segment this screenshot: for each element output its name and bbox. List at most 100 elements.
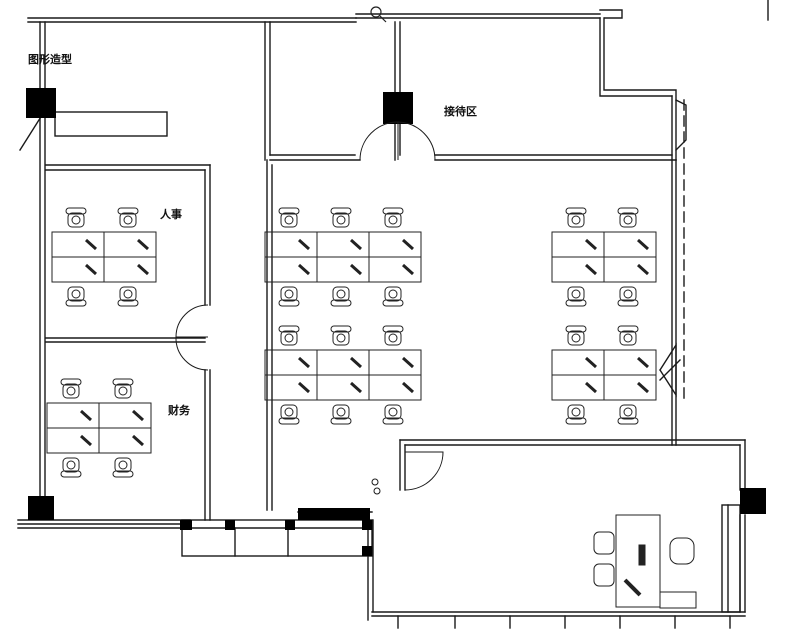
keyboard xyxy=(349,263,363,276)
keyboard xyxy=(584,356,598,369)
gallery-label: 图形造型 xyxy=(28,53,72,66)
computer xyxy=(638,544,646,566)
office-chair xyxy=(117,207,139,228)
keyboard xyxy=(401,356,415,369)
workstation-cluster xyxy=(46,402,152,454)
keyboard xyxy=(636,356,650,369)
office-furniture xyxy=(593,514,697,609)
door-knob xyxy=(373,487,381,495)
office-chair xyxy=(278,286,300,307)
office-chair xyxy=(278,207,300,228)
keyboard xyxy=(636,263,650,276)
keyboard xyxy=(623,578,642,597)
keyboard xyxy=(79,434,93,447)
keyboard xyxy=(136,263,150,276)
finance-label: 财务 xyxy=(168,404,190,417)
desk xyxy=(264,256,318,283)
keyboard xyxy=(636,238,650,251)
desk xyxy=(264,349,318,376)
manager-chair xyxy=(669,537,695,565)
desk xyxy=(98,402,152,429)
keyboard xyxy=(349,381,363,394)
desk xyxy=(316,231,370,258)
office-chair xyxy=(382,404,404,425)
desk xyxy=(551,256,605,283)
keyboard xyxy=(131,409,145,422)
keyboard xyxy=(349,356,363,369)
door-swing xyxy=(175,336,209,371)
desk xyxy=(551,374,605,401)
office-chair xyxy=(65,207,87,228)
workstation-cluster xyxy=(551,349,657,401)
workstations xyxy=(46,207,657,478)
desk xyxy=(368,349,422,376)
keyboard xyxy=(84,263,98,276)
desk xyxy=(551,231,605,258)
desk xyxy=(103,231,157,258)
column xyxy=(362,546,372,556)
doors xyxy=(175,121,444,495)
office-chair xyxy=(278,404,300,425)
desk xyxy=(316,374,370,401)
desk xyxy=(603,374,657,401)
door-swing xyxy=(404,451,444,491)
desk xyxy=(603,231,657,258)
guest-chair xyxy=(593,531,615,555)
office-chair xyxy=(382,286,404,307)
door-swing xyxy=(397,121,436,161)
keyboard xyxy=(131,434,145,447)
office-chair xyxy=(65,286,87,307)
office-chair xyxy=(617,286,639,307)
desk xyxy=(551,349,605,376)
keyboard xyxy=(297,356,311,369)
column xyxy=(28,496,54,520)
workstation-cluster xyxy=(264,349,422,401)
door-swing xyxy=(175,304,209,338)
desk xyxy=(264,231,318,258)
keyboard xyxy=(401,381,415,394)
keyboard xyxy=(401,263,415,276)
column xyxy=(225,520,235,530)
guest-chair xyxy=(593,563,615,587)
desk xyxy=(46,402,100,429)
workstation-cluster xyxy=(551,231,657,283)
keyboard xyxy=(84,238,98,251)
workstation-cluster xyxy=(51,231,157,283)
reception-label: 接待区 xyxy=(444,105,477,118)
desk xyxy=(603,256,657,283)
keyboard xyxy=(79,409,93,422)
keyboard xyxy=(584,381,598,394)
office-chair xyxy=(382,325,404,346)
desk xyxy=(316,256,370,283)
magnifier-icon xyxy=(370,6,387,23)
column xyxy=(285,520,295,530)
keyboard xyxy=(297,381,311,394)
office-chair xyxy=(112,457,134,478)
office-chair xyxy=(330,286,352,307)
desk xyxy=(368,374,422,401)
column xyxy=(362,520,372,530)
office-chair xyxy=(565,404,587,425)
door-knob xyxy=(371,478,379,486)
keyboard xyxy=(297,263,311,276)
column xyxy=(383,92,413,124)
office-chair xyxy=(565,325,587,346)
column xyxy=(298,508,370,520)
desk xyxy=(46,427,100,454)
desk xyxy=(51,231,105,258)
office-chair xyxy=(382,207,404,228)
desk xyxy=(98,427,152,454)
desk xyxy=(603,349,657,376)
office-chair xyxy=(330,207,352,228)
column xyxy=(26,88,56,118)
office-chair xyxy=(330,404,352,425)
desk-return xyxy=(659,591,697,609)
office-chair xyxy=(117,286,139,307)
office-chair xyxy=(112,378,134,399)
office-chair xyxy=(617,325,639,346)
keyboard xyxy=(584,263,598,276)
manager-desk xyxy=(615,514,661,608)
keyboard xyxy=(297,238,311,251)
office-chair xyxy=(565,286,587,307)
